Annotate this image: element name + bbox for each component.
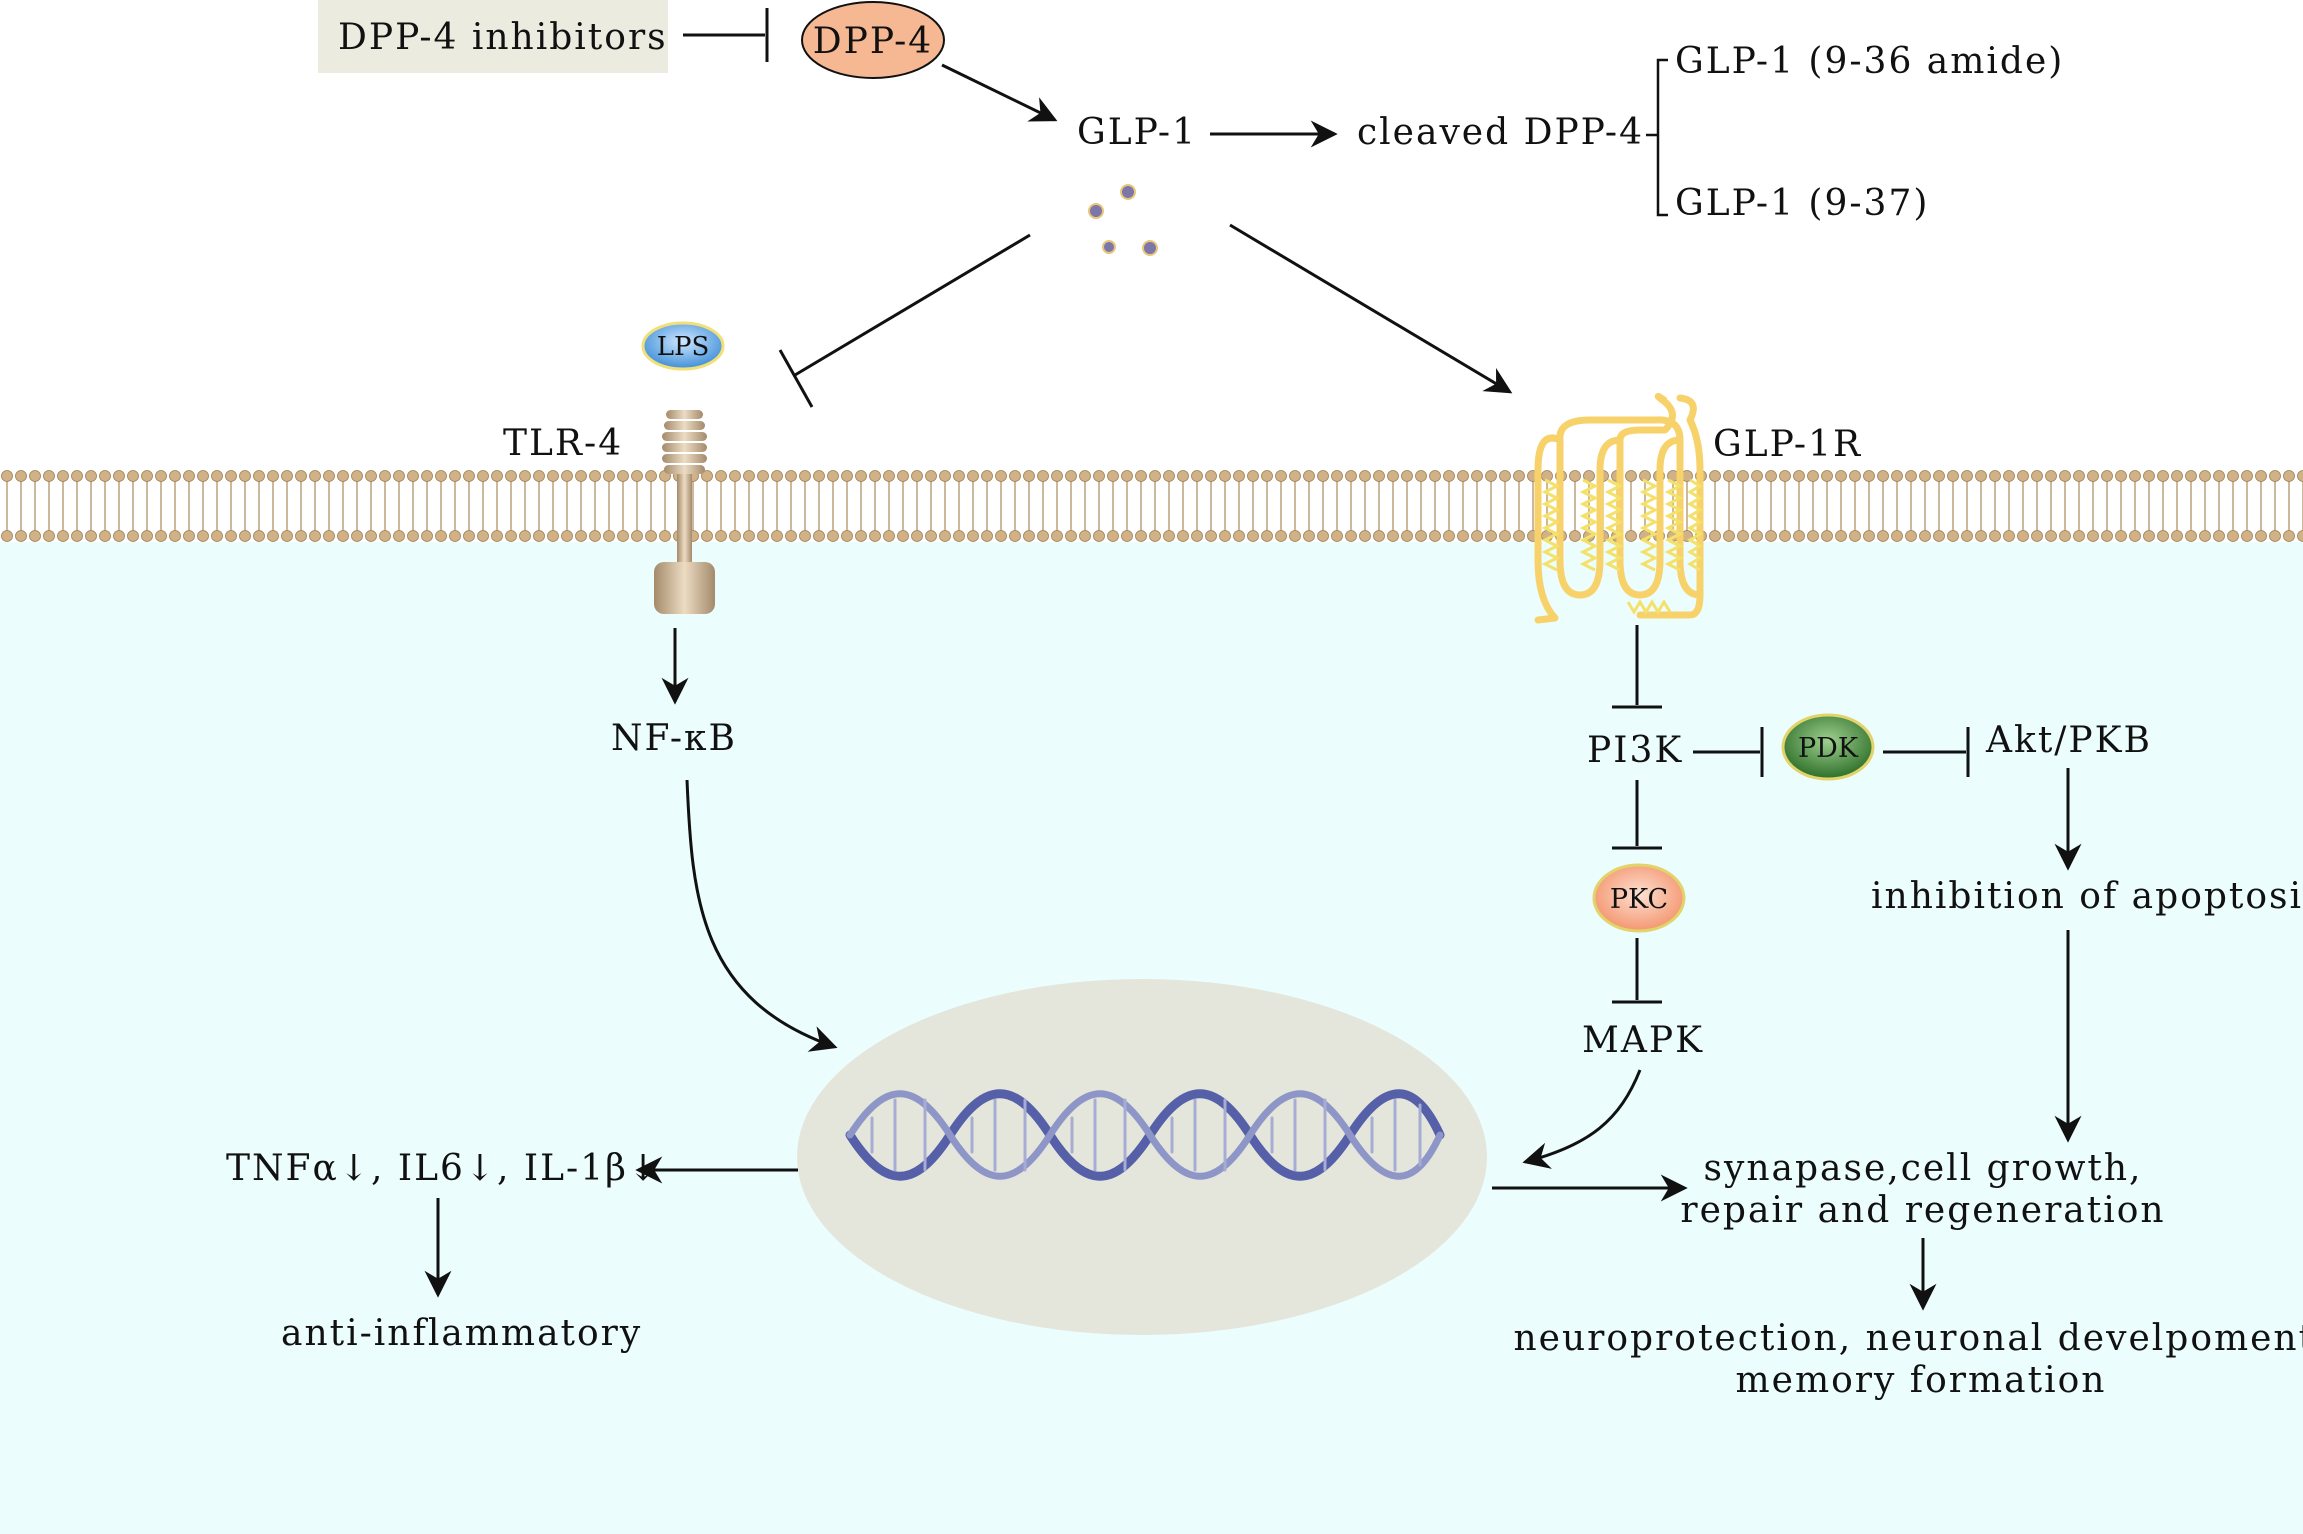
synapse-line2: repair and regeneration [1680, 1190, 2165, 1231]
arrow-mapk-to-nucleus [1522, 1069, 1642, 1169]
nfkb-label: NF-κB [611, 718, 737, 759]
dpp4-node: DPP-4 [801, 1, 945, 79]
pkc-node: PKC [1592, 863, 1686, 933]
arrow-nfkb-to-nucleus [685, 779, 838, 1052]
dpp4-inhibitors-label: DPP-4 inhibitors [338, 17, 668, 58]
inhibit-akt [1883, 727, 1970, 777]
dpp4-label: DPP-4 [813, 21, 933, 62]
neuro-line1: neuroprotection, neuronal develpoment, [1513, 1318, 2303, 1359]
inhibit-pkc [1612, 780, 1662, 850]
glp1-molecules [1088, 184, 1158, 256]
anti-inflammatory-label: anti-inflammatory [281, 1313, 642, 1354]
pdk-node: PDK [1781, 713, 1875, 781]
glp1r-label: GLP-1R [1713, 424, 1862, 465]
glp1-9-37-label: GLP-1 (9-37) [1675, 183, 1929, 224]
glp1-9-36-label: GLP-1 (9-36 amide) [1675, 41, 2064, 82]
dna-helix [845, 1089, 1445, 1181]
lps-label: LPS [657, 332, 710, 362]
pkc-label: PKC [1610, 884, 1668, 915]
cleavage-bracket [1646, 58, 1668, 217]
inhibit-pi3k [1612, 625, 1662, 709]
nucleus [797, 979, 1487, 1335]
synapse-line1: synapase,cell growth, [1704, 1148, 2143, 1189]
neuro-line2: memory formation [1736, 1360, 2107, 1401]
tlr4-label: TLR-4 [503, 423, 623, 464]
cell-membrane [0, 470, 2303, 542]
pdk-label: PDK [1798, 733, 1859, 764]
arrow-glp1-to-glp1r [1229, 223, 1513, 394]
glp1-label: GLP-1 [1077, 112, 1197, 153]
inhibit-pdk [1693, 727, 1764, 777]
inhibit-dpp4 [683, 8, 769, 62]
akt-label: Akt/PKB [1985, 720, 2152, 761]
dpp4-inhibitors-box: DPP-4 inhibitors [318, 0, 668, 73]
lps-node: LPS [641, 321, 725, 371]
inhibit-mapk [1612, 938, 1662, 1004]
tlr4-receptor [654, 410, 715, 614]
inhibition-apoptosis-label: inhibition of apoptosis [1871, 876, 2303, 917]
arrow-dpp4-to-glp1 [941, 63, 1058, 122]
glp1r-receptor [1534, 393, 1704, 624]
mapk-label: MAPK [1582, 1020, 1704, 1061]
cleaved-dpp4-label: cleaved DPP-4 [1357, 112, 1644, 153]
glp1r-helices [1541, 478, 1703, 615]
pi3k-label: PI3K [1587, 730, 1683, 771]
inhibit-tlr4 [778, 233, 1031, 408]
cytokines-label: TNFα↓, IL6↓, IL-1β↓ [226, 1148, 660, 1189]
